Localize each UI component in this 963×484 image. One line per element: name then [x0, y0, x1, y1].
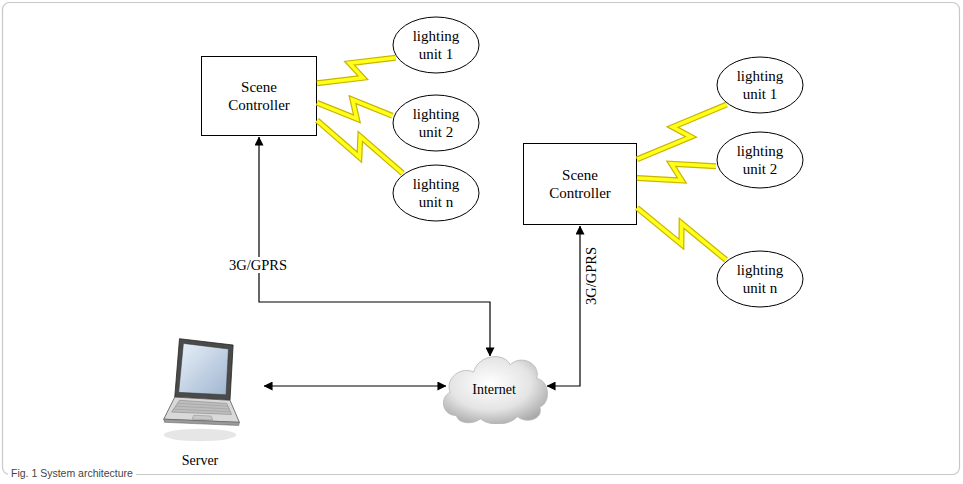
bolt-outline [637, 105, 727, 160]
bolt-outline [317, 58, 396, 84]
laptop-shadow [164, 429, 237, 442]
bolt-fill [317, 120, 403, 173]
unit-ellipse [717, 57, 803, 113]
box-outline [523, 143, 637, 225]
server-node: Server [148, 330, 252, 472]
ellipse-outline [716, 250, 804, 308]
bolt-fill [317, 58, 396, 84]
ellipse-outline [716, 131, 804, 189]
wireless-link [317, 58, 396, 84]
lighting-node: lighting unit n [716, 250, 804, 308]
network-link [259, 137, 490, 356]
lighting-node: lighting unit 2 [392, 94, 480, 152]
frame-border [3, 3, 960, 475]
node-text: lighting unit n [404, 175, 468, 211]
bolt-outline [317, 100, 392, 119]
node-text: Internet [449, 381, 539, 399]
laptop-screen [179, 343, 229, 394]
ellipse-outline [392, 164, 480, 222]
node-text: lighting unit 1 [728, 67, 792, 103]
wireless-link [637, 105, 727, 160]
node-text: Scene Controller [217, 78, 301, 114]
node-text: lighting unit 1 [404, 27, 468, 63]
wireless-link [637, 164, 716, 181]
internet-cloud [443, 357, 547, 424]
laptop-keyboard [172, 400, 232, 414]
bolt-fill [637, 208, 726, 260]
figure-caption: Fig. 1 System architecture [8, 467, 136, 479]
bolt-fill [317, 100, 392, 119]
keyboard-row [178, 403, 228, 406]
bolt-fill [637, 105, 727, 160]
edge-label: 3G/GPRS [227, 257, 289, 273]
bolt-outline [317, 120, 403, 173]
lighting-node: lighting unit 1 [716, 56, 804, 114]
laptop-edge [164, 419, 240, 425]
ellipse-outline [716, 56, 804, 114]
ellipse-outline [392, 16, 480, 74]
controller-box [202, 57, 317, 136]
cloud-node: Internet [438, 350, 550, 424]
wireless-link [637, 208, 726, 260]
wireless-link [317, 100, 392, 119]
unit-ellipse [393, 165, 479, 221]
bolt-outline [637, 208, 726, 260]
controller-box [524, 144, 637, 225]
keyboard-row [176, 406, 230, 409]
bolt-outline [637, 164, 716, 181]
unit-ellipse [393, 95, 479, 151]
node-text: lighting unit 2 [404, 105, 468, 141]
unit-ellipse [717, 132, 803, 188]
edge-label: 3G/GPRS [583, 245, 599, 307]
laptop-base [164, 397, 240, 422]
bolt-fill [637, 164, 716, 181]
unit-ellipse [393, 17, 479, 73]
laptop-outline [148, 334, 252, 446]
node-text: Server [155, 452, 245, 470]
box-outline [201, 56, 317, 136]
network-link [547, 226, 580, 386]
lighting-node: lighting unit n [392, 164, 480, 222]
controller-node: Scene Controller [201, 56, 317, 136]
node-text: lighting unit n [728, 261, 792, 297]
keyboard-row [174, 409, 231, 412]
laptop-touchpad [192, 415, 213, 420]
node-text: lighting unit 2 [728, 142, 792, 178]
unit-ellipse [717, 251, 803, 307]
lighting-node: lighting unit 1 [392, 16, 480, 74]
ellipse-outline [392, 94, 480, 152]
node-text: Scene Controller [538, 166, 622, 202]
controller-node: Scene Controller [523, 143, 637, 225]
laptop-lid [175, 339, 233, 401]
lighting-node: lighting unit 2 [716, 131, 804, 189]
network-link [264, 385, 446, 386]
wireless-link [317, 120, 403, 173]
